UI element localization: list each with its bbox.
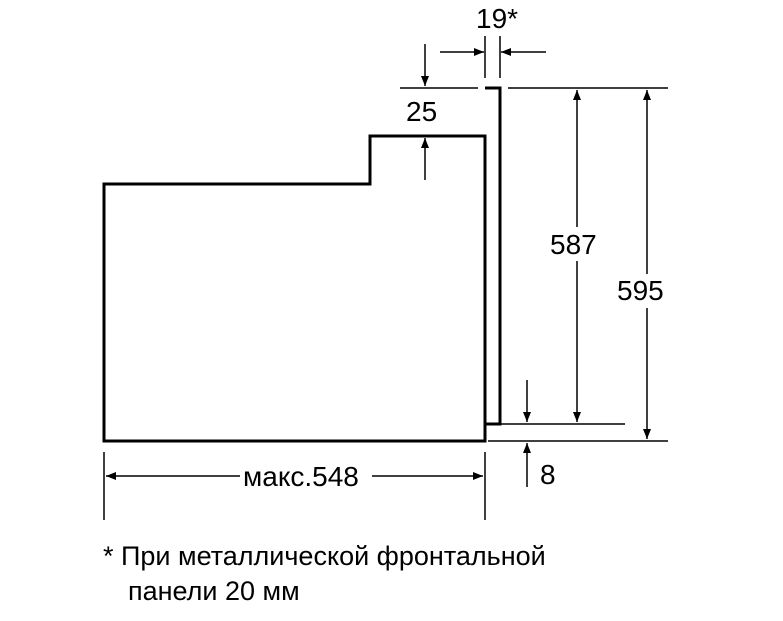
bottom-offset-dimension: 8 [523,380,556,490]
depth-dimension: макс.548 [103,452,486,520]
total-height-dimension: 595 [614,90,676,439]
footnote-line-1: * При металлической фронтальной [103,541,546,571]
footnote-line-2: панели 20 мм [128,576,300,606]
top-step-dimension: 25 [400,44,478,180]
top-step-label: 25 [406,96,437,127]
max-depth-label: макс.548 [243,461,359,492]
oven-body-outline [102,134,487,443]
front-panel-thickness-label: 19* [476,3,518,34]
inner-height-label: 587 [550,229,597,260]
inner-height-dimension: 587 [546,90,608,422]
bottom-offset-label: 8 [540,459,556,490]
front-panel-dimension: 19* [440,3,546,78]
front-panel-outline [485,86,502,426]
total-height-label: 595 [617,275,664,306]
